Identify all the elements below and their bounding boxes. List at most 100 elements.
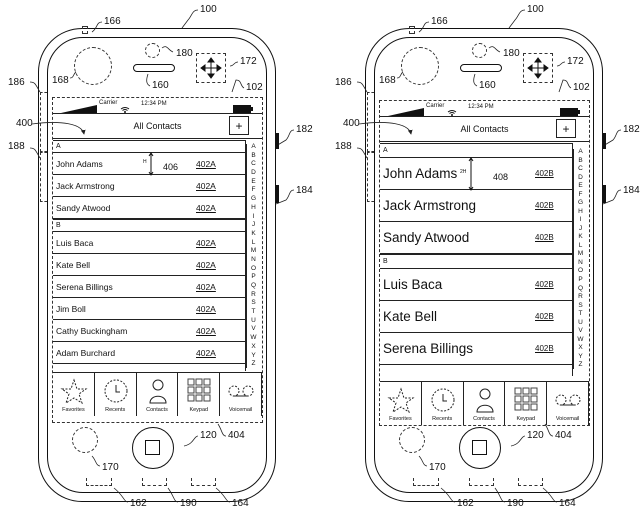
device-bezel xyxy=(374,37,594,493)
index-letter-u[interactable]: U xyxy=(578,318,583,326)
side-button-182[interactable] xyxy=(602,133,606,149)
add-contact-button[interactable]: + xyxy=(556,119,576,138)
index-letter-k[interactable]: K xyxy=(578,233,583,241)
index-letter-t[interactable]: T xyxy=(251,308,256,316)
index-letter-r[interactable]: R xyxy=(578,293,583,301)
index-letter-c[interactable]: C xyxy=(578,165,583,173)
index-letter-l[interactable]: L xyxy=(251,238,256,246)
index-letter-f[interactable]: F xyxy=(578,190,583,198)
index-letter-b[interactable]: B xyxy=(578,156,583,164)
index-letter-x[interactable]: X xyxy=(251,342,256,350)
index-letter-x[interactable]: X xyxy=(578,344,583,352)
camera-168 xyxy=(401,47,439,85)
index-letter-u[interactable]: U xyxy=(251,316,256,324)
index-letter-k[interactable]: K xyxy=(251,229,256,237)
index-letter-y[interactable]: Y xyxy=(578,352,583,360)
index-letter-i[interactable]: I xyxy=(579,216,582,224)
contact-name: Serena Billings xyxy=(56,281,113,292)
wifi-icon xyxy=(120,100,130,113)
index-letter-g[interactable]: G xyxy=(577,199,584,207)
side-button-182[interactable] xyxy=(275,133,279,149)
side-button-184[interactable] xyxy=(602,185,606,203)
index-letter-l[interactable]: L xyxy=(578,241,583,249)
index-letter-d[interactable]: D xyxy=(578,173,583,181)
index-letter-t[interactable]: T xyxy=(578,310,583,318)
side-button-184[interactable] xyxy=(275,185,279,203)
tab-recents[interactable]: Recents xyxy=(422,382,464,425)
index-letter-p[interactable]: P xyxy=(578,275,583,283)
index-letter-c[interactable]: C xyxy=(251,160,256,168)
tab-recents[interactable]: Recents xyxy=(95,373,137,416)
index-letter-e[interactable]: E xyxy=(251,177,256,185)
index-letter-d[interactable]: D xyxy=(251,169,256,177)
contact-ref-code: 402A xyxy=(196,180,216,191)
index-letter-h[interactable]: H xyxy=(251,203,256,211)
index-letter-e[interactable]: E xyxy=(578,182,583,190)
index-letter-j[interactable]: J xyxy=(251,221,256,229)
device-body xyxy=(365,28,603,502)
index-letter-f[interactable]: F xyxy=(251,186,256,194)
index-letter-w[interactable]: W xyxy=(577,335,584,343)
index-letter-p[interactable]: P xyxy=(251,273,256,281)
index-letter-j[interactable]: J xyxy=(578,224,583,232)
index-letter-h[interactable]: H xyxy=(578,207,583,215)
index-letter-q[interactable]: Q xyxy=(250,282,257,289)
index-letter-a[interactable]: A xyxy=(578,148,583,155)
contact-ref-code: 402A xyxy=(196,325,216,336)
index-letter-s[interactable]: S xyxy=(578,301,583,309)
index-letter-n[interactable]: N xyxy=(251,255,256,263)
home-button[interactable] xyxy=(459,427,501,469)
index-letter-o[interactable]: O xyxy=(250,264,257,272)
index-letter-s[interactable]: S xyxy=(251,299,256,307)
tab-contacts[interactable]: Contacts xyxy=(464,382,506,425)
tab-keypad[interactable]: Keypad xyxy=(178,373,221,416)
index-letter-o[interactable]: O xyxy=(577,267,584,275)
index-letter-w[interactable]: W xyxy=(250,334,257,342)
tab-favorites[interactable]: Favorites xyxy=(380,382,422,425)
tab-voicemail[interactable]: Voicemail xyxy=(547,382,589,425)
home-button[interactable] xyxy=(132,427,174,469)
speaker-160 xyxy=(133,64,175,72)
index-letter-m[interactable]: M xyxy=(577,250,584,258)
index-letter-z[interactable]: Z xyxy=(251,360,256,368)
index-letter-v[interactable]: V xyxy=(578,327,583,335)
tab-keypad[interactable]: Keypad xyxy=(505,382,548,425)
index-letter-g[interactable]: G xyxy=(250,195,257,203)
index-letter-r[interactable]: R xyxy=(251,290,256,298)
index-letter-q[interactable]: Q xyxy=(577,284,584,292)
index-letter-v[interactable]: V xyxy=(251,325,256,333)
ref-side_area-label: 188 xyxy=(335,141,352,152)
header-title: All Contacts xyxy=(460,124,509,134)
index-letter-n[interactable]: N xyxy=(578,258,583,266)
index-letter-a[interactable]: A xyxy=(251,143,256,150)
tab-favorites[interactable]: Favorites xyxy=(53,373,95,416)
tab-voicemail[interactable]: Voicemail xyxy=(220,373,262,416)
tab-contacts[interactable]: Contacts xyxy=(137,373,179,416)
index-letter-m[interactable]: M xyxy=(250,247,257,255)
port-190 xyxy=(469,478,494,486)
index-letter-z[interactable]: Z xyxy=(578,361,583,369)
add-contact-button[interactable]: + xyxy=(229,116,249,135)
index-letter-b[interactable]: B xyxy=(251,151,256,159)
side-area-188 xyxy=(40,152,47,202)
index-letter-i[interactable]: I xyxy=(252,212,255,220)
index-letter-y[interactable]: Y xyxy=(251,351,256,359)
ref-button_top-label: 182 xyxy=(623,124,640,135)
